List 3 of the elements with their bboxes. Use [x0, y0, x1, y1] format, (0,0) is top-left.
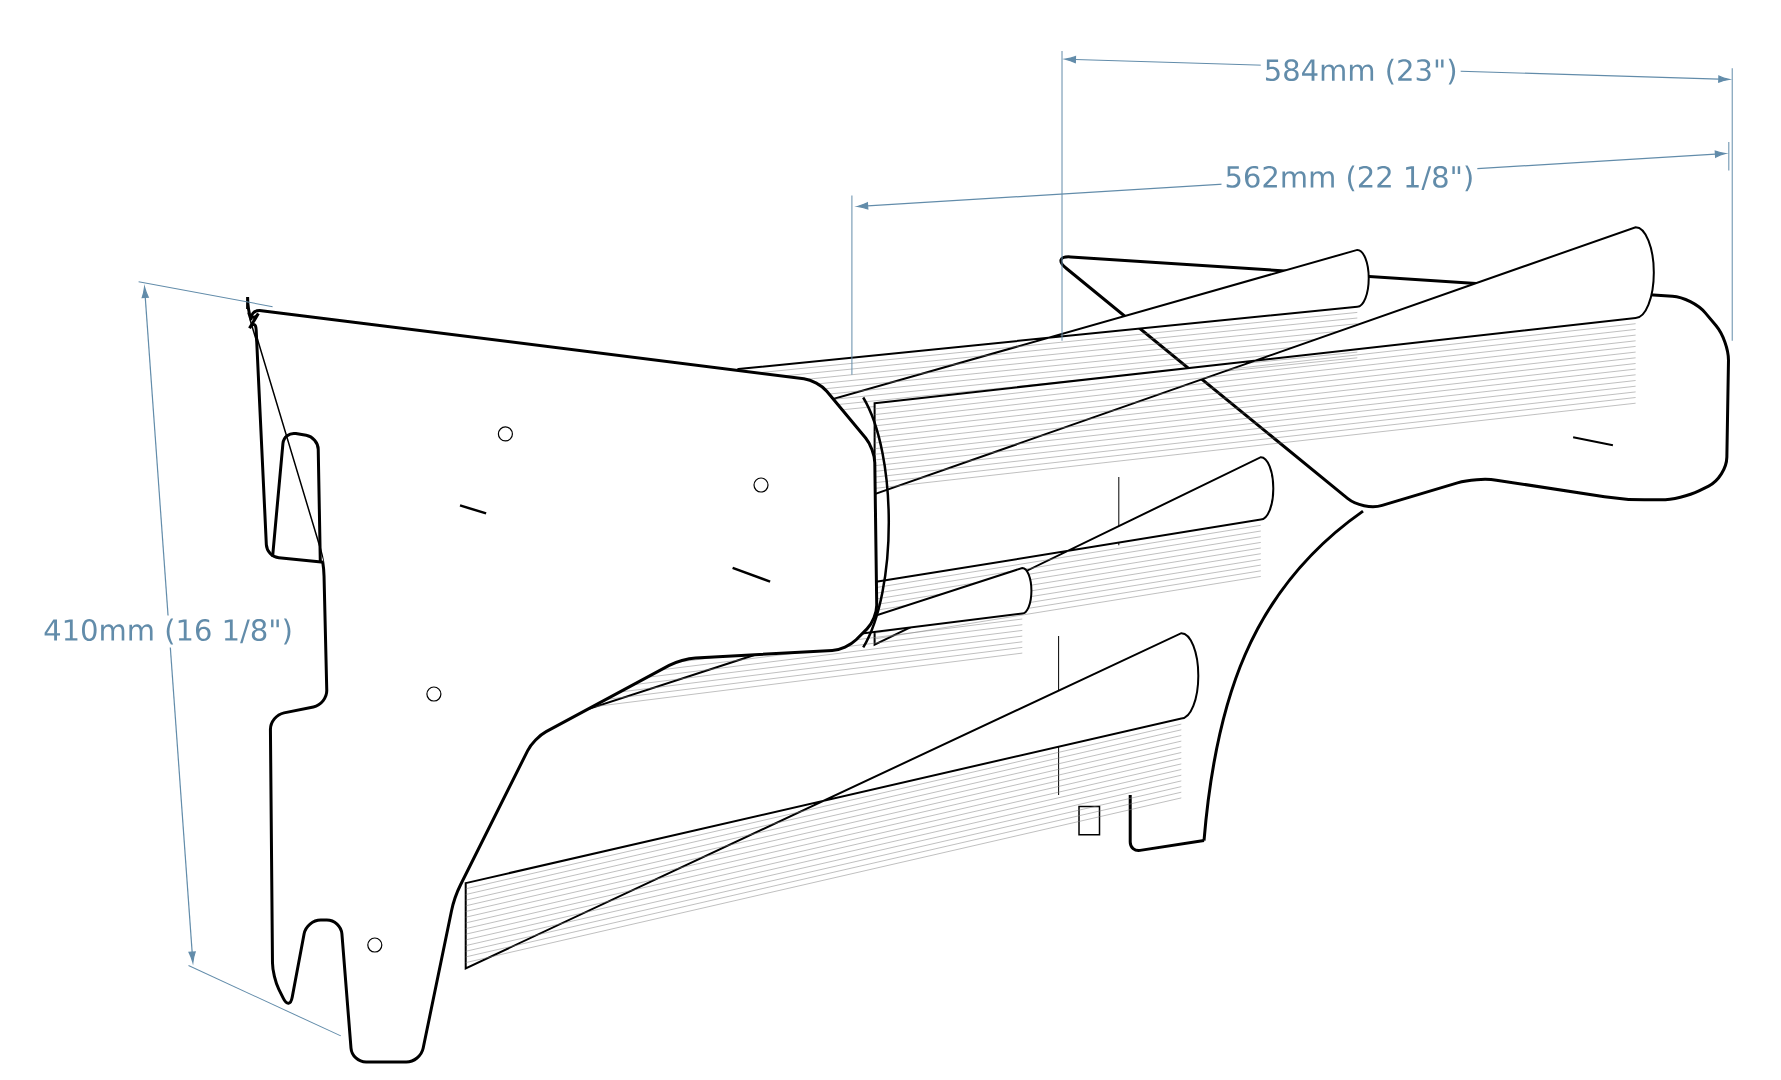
dimension-label: 562mm (22 1/8") — [1221, 162, 1478, 195]
dimension-label: 584mm (23") — [1260, 55, 1461, 88]
dimension-label: 410mm (16 1/8") — [40, 615, 296, 648]
